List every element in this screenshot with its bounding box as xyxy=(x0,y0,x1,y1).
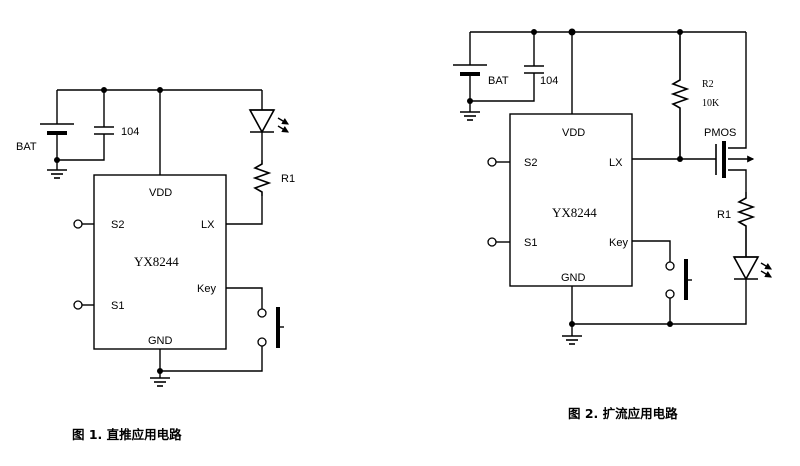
fig2-pin-gnd: GND xyxy=(561,272,586,284)
fig2-chip xyxy=(509,113,633,287)
fig2-pin-s1: S1 xyxy=(524,237,537,249)
fig1-resistor-label: R1 xyxy=(281,173,295,185)
figure-1-direct-drive-circuit: BAT 104 xyxy=(16,87,295,442)
fig1-pin-s2: S2 xyxy=(111,219,124,231)
fig2-r1-label: R1 xyxy=(717,209,731,221)
fig2-pmos-transistor-icon xyxy=(715,141,755,192)
fig1-ground-icon xyxy=(150,377,170,387)
fig1-chip-name: YX8244 xyxy=(134,254,179,269)
fig1-pin-key: Key xyxy=(197,283,216,295)
fig1-capacitor xyxy=(57,90,114,161)
fig2-caption: 图 2. 扩流应用电路 xyxy=(568,406,678,421)
fig1-junction-dot xyxy=(157,368,163,374)
figure-2-current-expansion-circuit: BAT 104 R2 10K PMOS xyxy=(453,28,773,421)
fig2-s2-terminal xyxy=(487,157,497,167)
fig2-pin-vdd: VDD xyxy=(562,127,585,139)
fig2-pin-key: Key xyxy=(609,237,628,249)
fig2-resistor-r1 xyxy=(736,192,756,257)
fig1-chip xyxy=(93,174,227,350)
fig1-s1-terminal xyxy=(73,300,83,310)
fig2-junction-dot xyxy=(667,321,673,327)
fig1-pin-lx: LX xyxy=(201,219,215,231)
fig2-junction-dot xyxy=(569,321,575,327)
fig1-caption: 图 1. 直推应用电路 xyxy=(72,427,182,442)
fig1-led-icon xyxy=(248,90,290,160)
fig1-junction-dot xyxy=(101,87,107,93)
fig2-pin-s2: S2 xyxy=(524,157,537,169)
fig1-junction-dot xyxy=(54,157,60,163)
fig2-pin-lx: LX xyxy=(609,157,623,169)
fig1-s2-terminal xyxy=(73,219,83,229)
fig2-battery-label: BAT xyxy=(488,75,509,87)
fig2-junction-dot xyxy=(467,98,473,104)
fig1-pin-s1: S1 xyxy=(111,300,124,312)
fig1-battery xyxy=(40,90,74,160)
fig1-key-switch xyxy=(160,287,284,372)
fig2-battery xyxy=(453,32,487,101)
fig2-pmos-source-wire xyxy=(728,32,747,149)
fig2-r2-label: R2 xyxy=(702,79,714,90)
fig1-pin-vdd: VDD xyxy=(149,187,172,199)
fig2-s1-terminal xyxy=(487,237,497,247)
fig1-resistor-r1 xyxy=(226,160,272,225)
fig2-ground-icon xyxy=(562,335,582,345)
fig2-capacitor-label: 104 xyxy=(540,75,558,87)
fig2-junction-dot xyxy=(531,29,537,35)
fig2-r2-value: 10K xyxy=(702,98,720,109)
fig2-resistor-r2 xyxy=(670,32,690,159)
fig2-junction-dot xyxy=(677,156,683,162)
fig1-pin-gnd: GND xyxy=(148,335,173,347)
fig2-key-switch xyxy=(632,240,692,324)
fig2-mosfet-label: PMOS xyxy=(704,127,736,139)
fig2-led-icon xyxy=(572,256,773,325)
fig1-capacitor-label: 104 xyxy=(121,126,139,138)
fig2-chip-name: YX8244 xyxy=(552,205,597,220)
fig1-battery-label: BAT xyxy=(16,141,37,153)
fig2-capacitor xyxy=(470,32,544,102)
